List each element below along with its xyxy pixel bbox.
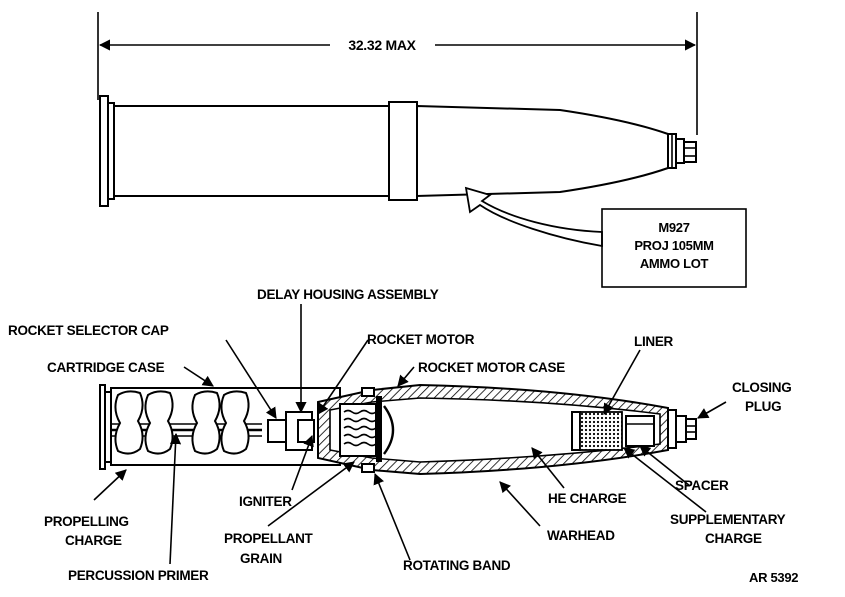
plate-line-1: M927 [658, 220, 689, 235]
label-rocket-selector-cap: ROCKET SELECTOR CAP [8, 323, 169, 338]
label-rocket-motor-case: ROCKET MOTOR CASE [418, 360, 565, 375]
label-liner: LINER [634, 334, 674, 349]
label-spacer: SPACER [675, 478, 729, 493]
dimension-label: 32.32 MAX [348, 37, 416, 53]
plate-line-2: PROJ 105MM [634, 238, 713, 253]
label-closing-plug-1: CLOSING [732, 380, 791, 395]
label-he-charge: HE CHARGE [548, 491, 627, 506]
label-supplementary-charge-2: CHARGE [705, 531, 762, 546]
plate-arrow [464, 186, 603, 248]
plate-line-3: AMMO LOT [640, 256, 709, 271]
label-propelling-charge-1: PROPELLING [44, 514, 129, 529]
label-percussion-primer: PERCUSSION PRIMER [68, 568, 209, 583]
label-closing-plug-2: PLUG [745, 399, 781, 414]
label-warhead: WARHEAD [547, 528, 615, 543]
label-delay-housing-assembly: DELAY HOUSING ASSEMBLY [257, 287, 439, 302]
cartridge-exterior [99, 95, 697, 207]
dimension-line [97, 12, 698, 135]
label-rotating-band: ROTATING BAND [403, 558, 511, 573]
leader-lines [93, 304, 727, 565]
label-propellant-grain-1: PROPELLANT [224, 531, 314, 546]
label-propellant-grain-2: GRAIN [240, 551, 282, 566]
figure-id: AR 5392 [749, 570, 798, 585]
label-igniter: IGNITER [239, 494, 292, 509]
data-plate: M927 PROJ 105MM AMMO LOT [601, 208, 747, 288]
label-rocket-motor: ROCKET MOTOR [367, 332, 475, 347]
label-propelling-charge-2: CHARGE [65, 533, 122, 548]
label-cartridge-case: CARTRIDGE CASE [47, 360, 165, 375]
label-supplementary-charge-1: SUPPLEMENTARY [670, 512, 786, 527]
cartridge-cutaway [99, 383, 697, 476]
